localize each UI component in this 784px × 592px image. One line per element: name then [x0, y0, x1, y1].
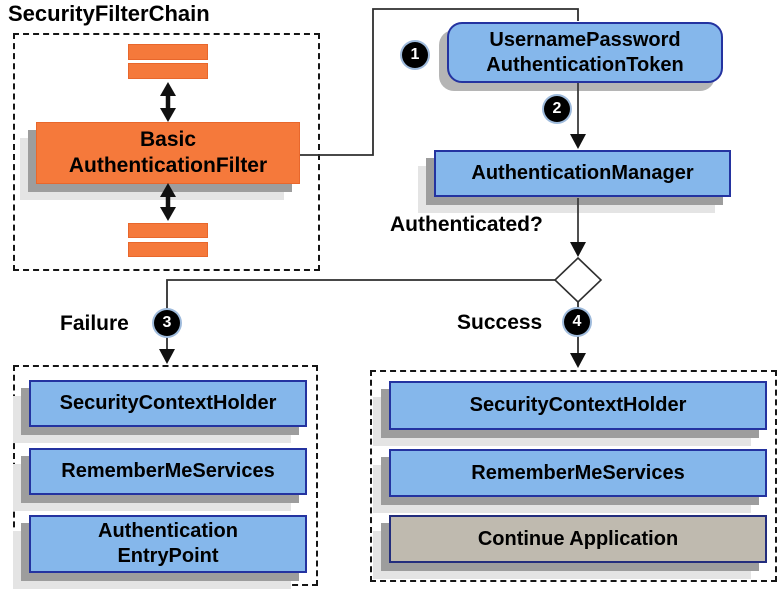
remember-me-services-node-success: RememberMeServices [389, 449, 767, 497]
security-context-holder-node-failure: SecurityContextHolder [29, 380, 307, 427]
username-password-authentication-token-node: UsernamePassword AuthenticationToken [447, 22, 723, 83]
success-branch-container [370, 370, 777, 582]
token-to-manager-arrow [570, 83, 586, 149]
authentication-entry-point-node: Authentication EntryPoint [29, 515, 307, 573]
filter-placeholder-bar [128, 242, 208, 257]
step-3-badge: 3 [154, 310, 180, 336]
node-label: UsernamePassword AuthenticationToken [486, 28, 684, 76]
node-label: SecurityContextHolder [469, 394, 687, 416]
failure-label: Failure [60, 312, 129, 335]
filter-placeholder-bar [128, 63, 208, 79]
node-label: SecurityContextHolder [59, 392, 277, 414]
step-1-badge: 1 [402, 42, 428, 68]
filter-placeholder-bar [128, 44, 208, 60]
authentication-manager-node: AuthenticationManager [434, 150, 731, 197]
decision-diamond [553, 256, 603, 304]
node-label: Authentication EntryPoint [98, 520, 238, 567]
security-context-holder-node-success: SecurityContextHolder [389, 381, 767, 430]
continue-application-node: Continue Application [389, 515, 767, 563]
manager-to-decision-arrow [570, 198, 586, 257]
success-label: Success [457, 311, 543, 334]
diagram-title: SecurityFilterChain [8, 1, 210, 26]
node-label: AuthenticationManager [471, 162, 694, 184]
node-label: RememberMeServices [61, 460, 275, 482]
basic-authentication-filter-node: Basic AuthenticationFilter [36, 122, 300, 184]
node-label: Basic AuthenticationFilter [68, 127, 268, 177]
step-2-badge: 2 [544, 96, 570, 122]
step-4-badge: 4 [564, 309, 590, 335]
authenticated-question-label: Authenticated? [390, 213, 543, 236]
filter-placeholder-bar [128, 223, 208, 238]
node-label: RememberMeServices [471, 461, 685, 484]
failure-branch-container [13, 365, 318, 586]
node-label: Continue Application [477, 527, 679, 550]
remember-me-services-node-failure: RememberMeServices [29, 448, 307, 495]
